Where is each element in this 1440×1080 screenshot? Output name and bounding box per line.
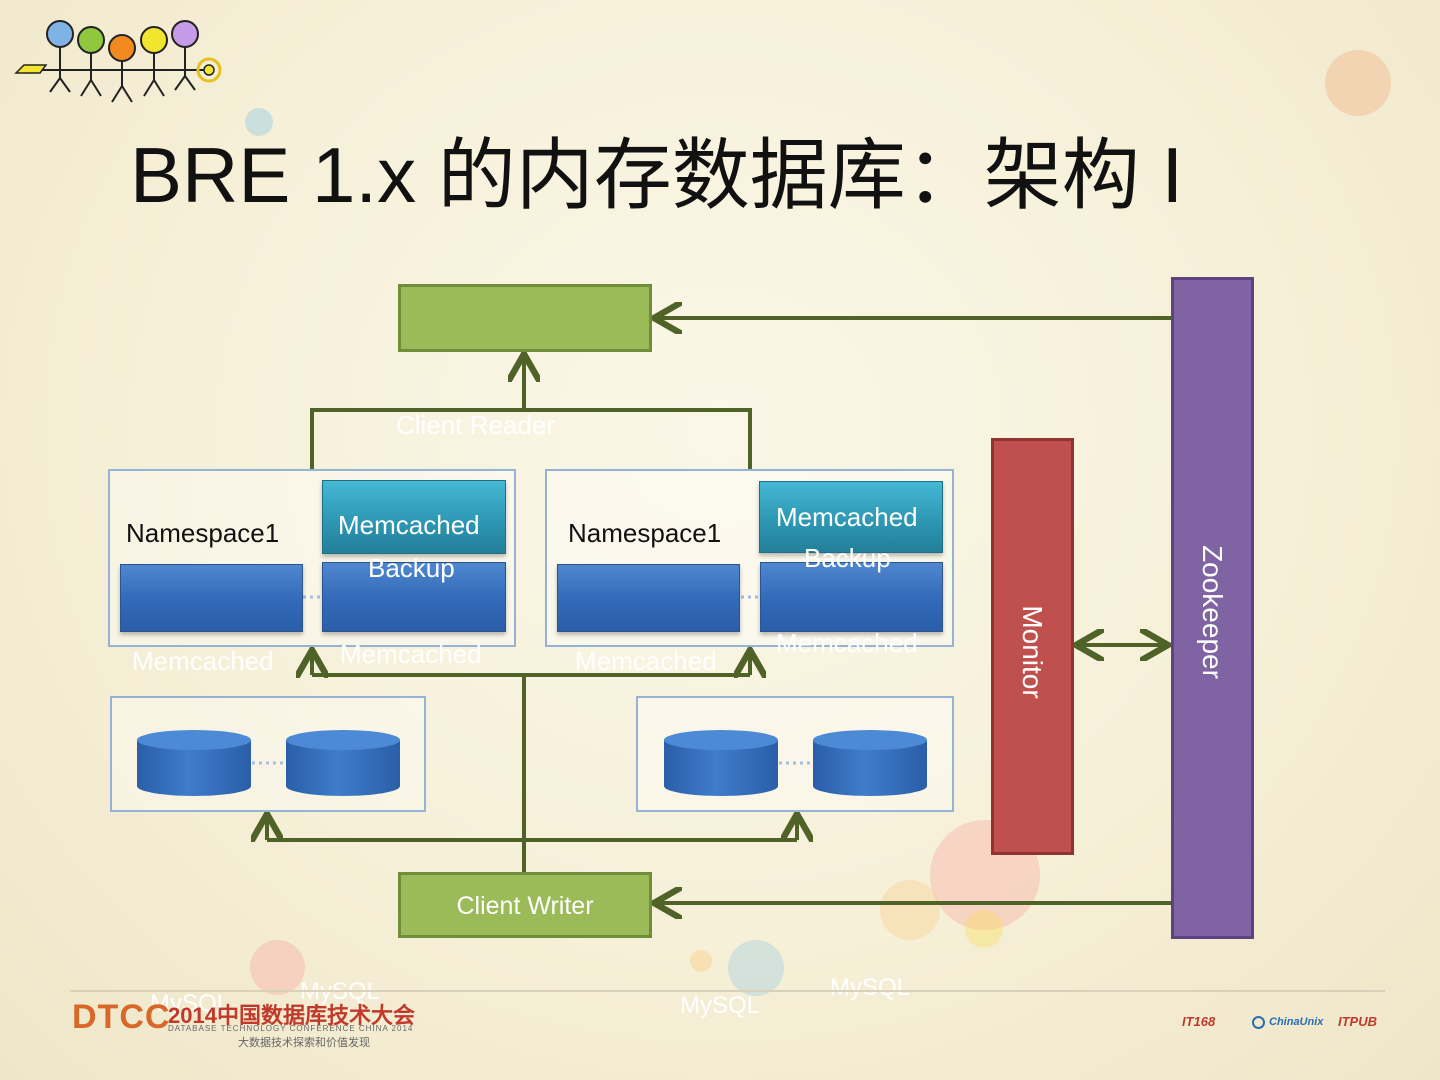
memcached-box-left-a: [120, 564, 303, 632]
zookeeper-label: Zookeeper: [1197, 545, 1228, 679]
footer-divider: [70, 990, 1385, 992]
memcached-backup-label-right-2: Backup: [804, 543, 891, 573]
memcached-label-right-a: Memcached: [575, 646, 717, 676]
client-reader-box: [398, 284, 652, 352]
client-writer-label: Client Writer: [456, 892, 594, 920]
slide-title: BRE 1.x 的内存数据库：架构 I: [130, 131, 1184, 219]
memcached-label-right-b: Memcached: [776, 628, 918, 658]
memcached-backup-label-right-1: Memcached: [776, 502, 918, 532]
sponsor-itpub: ITPUB: [1338, 1014, 1377, 1029]
decor-bubble: [1325, 50, 1391, 116]
zookeeper-box: [1171, 277, 1254, 939]
decor-bubble: [880, 880, 940, 940]
mysql-label-1: MySQL: [150, 990, 231, 1017]
dtcc-event-cn: 2014中国数据库技术大会: [168, 1003, 415, 1028]
chinaunix-icon: [1252, 1016, 1265, 1029]
sponsor-it168: IT168: [1182, 1014, 1216, 1029]
conference-logo: [14, 20, 222, 103]
mysql-label-4: MySQL: [830, 974, 911, 1001]
memcached-backup-box-left: [322, 480, 506, 554]
decor-bubble: [728, 940, 784, 996]
decor-bubble: [245, 108, 273, 136]
memcached-label-left-a: Memcached: [132, 646, 274, 676]
mysql-cylinder-3: [664, 730, 778, 796]
decor-bubble: [690, 950, 712, 972]
dtcc-event-en: DATABASE TECHNOLOGY CONFERENCE CHINA 201…: [168, 1024, 414, 1033]
memcached-box-right-b: [760, 562, 943, 632]
memcached-box-right-a: [557, 564, 740, 632]
mysql-cylinder-4: [813, 730, 927, 796]
monitor-label: Monitor: [1017, 605, 1048, 699]
memcached-box-left-b: [322, 562, 506, 632]
namespace-label-right: Namespace1: [568, 518, 722, 548]
client-reader-label: Client Reader: [396, 410, 555, 440]
mysql-cylinder-1: [137, 730, 251, 796]
decor-bubble: [965, 910, 1003, 948]
mysql-label-3: MySQL: [680, 992, 761, 1019]
dtcc-logo: DTCC: [72, 998, 171, 1036]
memcached-label-left-b: Memcached: [340, 639, 482, 669]
reader-bracket: [310, 408, 752, 470]
dtcc-slogan: 大数据技术探索和价值发现: [238, 1037, 370, 1049]
monitor-box: [991, 438, 1074, 855]
decor-bubble: [250, 940, 305, 995]
namespace-label-left: Namespace1: [126, 518, 280, 548]
mysql-cylinder-2: [286, 730, 400, 796]
client-writer-box: [398, 872, 652, 938]
memcached-backup-label-left-2: Backup: [368, 553, 455, 583]
sponsor-chinaunix: ChinaUnix: [1269, 1016, 1324, 1028]
memcached-backup-box-right: [759, 481, 943, 553]
memcached-backup-label-left-1: Memcached: [338, 510, 480, 540]
